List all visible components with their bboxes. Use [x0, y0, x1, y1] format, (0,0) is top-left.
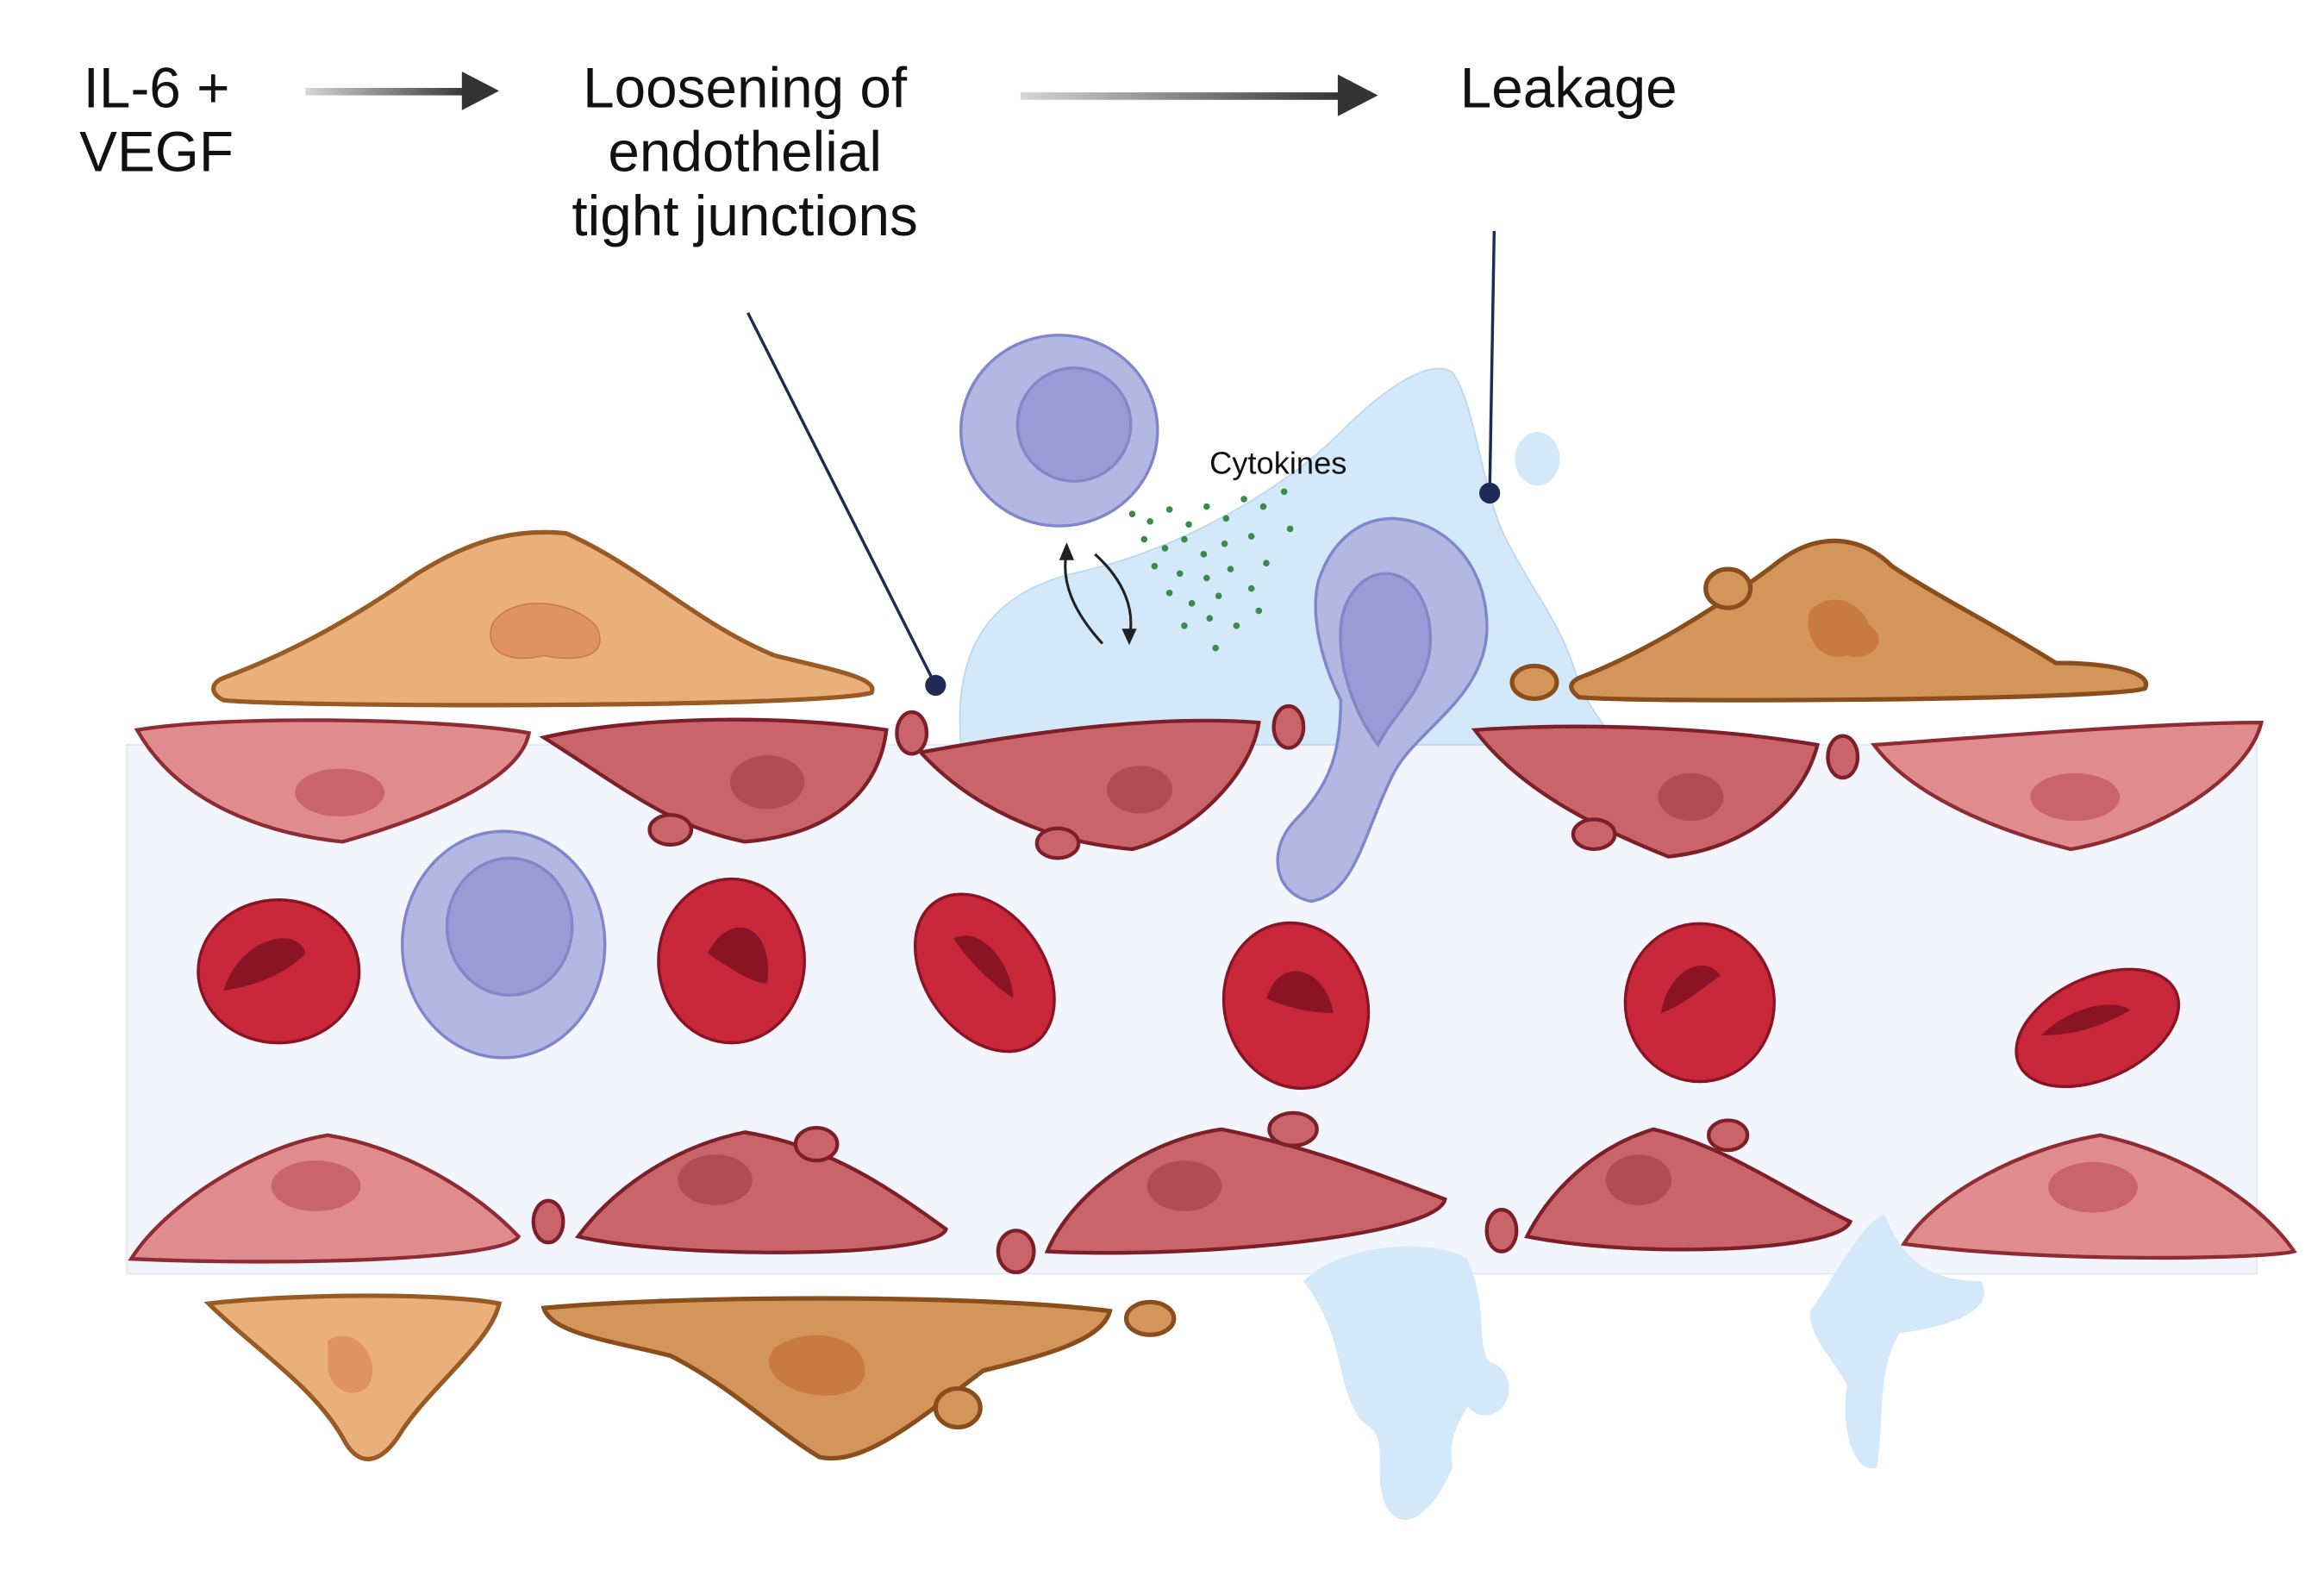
leakage-label: Leakage — [1460, 56, 1677, 119]
cytokine-particles — [1128, 488, 1294, 652]
leak-fluid-bottom-1 — [1303, 1246, 1490, 1520]
endothelial-cell — [574, 1125, 948, 1254]
loosening-line-1: Loosening of — [583, 56, 908, 119]
endothelial-cell — [1900, 1133, 2297, 1260]
endothelial-cell — [128, 1133, 522, 1264]
leak-droplet — [1461, 1361, 1509, 1416]
arrow-1 — [305, 71, 500, 110]
red-blood-cell — [657, 877, 806, 1045]
loosening-line-3: tight junctions — [572, 184, 917, 247]
pericyte-top-left — [211, 529, 875, 708]
red-blood-cell — [1623, 922, 1776, 1084]
junction-fragment — [996, 1229, 1036, 1274]
red-blood-cell — [197, 898, 361, 1045]
endothelial-cell — [1524, 1118, 1853, 1252]
leukocyte-extravasated — [959, 334, 1159, 528]
trigger-line-2: VEGF — [79, 121, 234, 184]
red-blood-cell — [1221, 921, 1371, 1091]
pointer-loosening — [747, 312, 946, 696]
pericyte-top-right — [1509, 538, 2149, 703]
endothelial-cell — [1044, 1110, 1447, 1255]
loosening-line-2: endothelial — [608, 121, 882, 184]
junction-fragment — [531, 1198, 565, 1245]
junction-fragment — [1484, 1208, 1519, 1254]
loosening-label: Loosening of endothelial tight junctions — [572, 56, 917, 247]
red-blood-cell — [2015, 967, 2181, 1089]
endothelial-cell — [1870, 720, 2265, 852]
pericyte-bottom-mid — [540, 1296, 1177, 1461]
red-blood-cell — [913, 892, 1056, 1054]
exchange-arrows-icon — [1059, 542, 1137, 646]
arrow-2 — [1020, 74, 1378, 116]
endothelial-cell — [1471, 724, 1860, 859]
endothelial-cell — [539, 717, 889, 847]
leukocyte-transmigrating — [1276, 516, 1489, 904]
leak-fluid-bottom-2 — [1809, 1214, 1984, 1469]
pericyte-bottom-left — [203, 1293, 503, 1462]
cytokines-label: Cytokines — [1209, 446, 1346, 481]
junction-fragment — [895, 710, 929, 756]
trigger-label: IL-6 + VEGF — [79, 56, 234, 183]
pointer-leakage — [1479, 230, 1501, 504]
leak-droplet — [1515, 432, 1560, 486]
trigger-line-1: IL-6 + — [84, 56, 230, 119]
leukocyte-circulating — [400, 829, 607, 1060]
endothelial-cell — [134, 718, 532, 844]
endothelial-cell — [916, 703, 1306, 860]
